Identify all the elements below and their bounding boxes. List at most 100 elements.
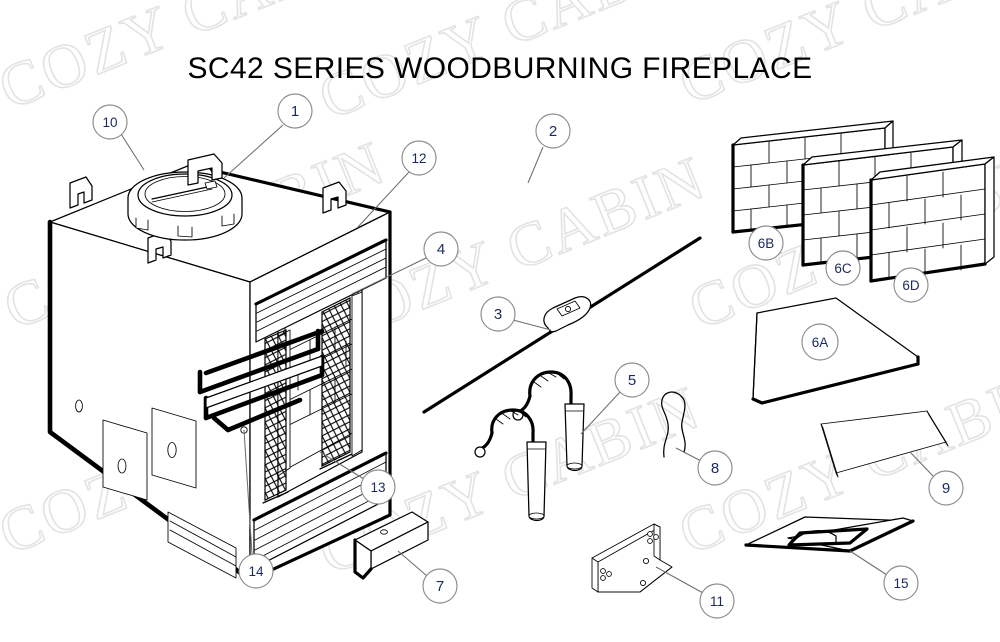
callout-bubble-2[interactable] xyxy=(535,113,571,149)
callout-bubble-7[interactable] xyxy=(422,568,458,604)
callout-5[interactable]: 5 xyxy=(614,362,650,398)
callout-1[interactable]: 1 xyxy=(277,93,313,129)
flue-collar-mount-tab xyxy=(187,153,223,186)
grate-lower-leg xyxy=(211,415,231,433)
plate-11-left-flange xyxy=(591,557,599,593)
callout-bubble-14[interactable] xyxy=(238,553,274,589)
perforated-mounting-plate-part xyxy=(591,523,673,593)
callout-7[interactable]: 7 xyxy=(422,568,458,604)
panel-6a-bottom-edge xyxy=(751,362,920,405)
refractory-brick-panel-group xyxy=(731,120,995,283)
fireplace-firebox-assembly xyxy=(47,153,392,583)
standoff-bracket-rear-left xyxy=(69,176,93,209)
chain-b-handle-cap xyxy=(528,512,545,520)
callout-12[interactable]: 12 xyxy=(401,140,437,176)
callout-bubble-5[interactable] xyxy=(614,362,650,398)
knockout-hole-small xyxy=(75,399,83,413)
panel-6d-side xyxy=(984,156,995,265)
callout-number-1: 1 xyxy=(291,103,299,120)
damper-handle-hole xyxy=(564,305,572,313)
collar-foot-left xyxy=(135,217,149,231)
callout-bubble-13[interactable] xyxy=(360,469,396,505)
callout-bubble-9[interactable] xyxy=(928,470,964,506)
grate-rear-rail xyxy=(203,328,325,376)
callout-leader-10 xyxy=(120,133,145,171)
callout-6D[interactable]: 6D xyxy=(893,267,929,303)
callout-number-8: 8 xyxy=(711,460,719,477)
callout-bubble-8[interactable] xyxy=(697,450,733,486)
callout-leader-14 xyxy=(243,429,253,555)
refractory-brick-panel-right xyxy=(869,156,995,283)
callout-bubble-6D[interactable] xyxy=(893,267,929,303)
callout-number-6C: 6C xyxy=(834,261,852,276)
callout-number-11: 11 xyxy=(710,594,724,609)
screen-pull-chain-group xyxy=(474,370,585,522)
callout-11[interactable]: 11 xyxy=(699,583,735,619)
panel-6a-left-edge xyxy=(752,312,758,400)
callout-leader-1 xyxy=(223,124,284,179)
lower-louver-slats xyxy=(254,461,387,561)
damper-handle-part xyxy=(543,296,592,333)
callout-bubble-12[interactable] xyxy=(401,140,437,176)
collar-foot-center xyxy=(177,225,193,238)
callout-bubble-15[interactable] xyxy=(883,565,919,601)
callout-3[interactable]: 3 xyxy=(480,296,516,332)
mesh-screen-right xyxy=(321,297,351,467)
callout-6B[interactable]: 6B xyxy=(748,225,784,261)
callout-bubble-6C[interactable] xyxy=(825,250,861,286)
callout-6C[interactable]: 6C xyxy=(825,250,861,286)
callout-9[interactable]: 9 xyxy=(928,470,964,506)
grate-lower-bar xyxy=(225,397,303,433)
callout-4[interactable]: 4 xyxy=(423,231,459,267)
plate-11-hole-6 xyxy=(647,538,653,544)
callout-14[interactable]: 14 xyxy=(238,553,274,589)
callout-leader-3 xyxy=(512,319,552,331)
upper-louver-top-edge xyxy=(254,238,388,306)
flat-cover-plate-part xyxy=(820,410,949,478)
callout-number-10: 10 xyxy=(102,115,117,130)
callout-bubble-6B[interactable] xyxy=(748,225,784,261)
wire-retainer-clip-part xyxy=(660,391,686,458)
knockout-hole-a xyxy=(117,458,127,474)
callout-2[interactable]: 2 xyxy=(535,113,571,149)
callout-8[interactable]: 8 xyxy=(697,450,733,486)
callout-6A[interactable]: 6A xyxy=(801,323,839,361)
callout-bubble-11[interactable] xyxy=(699,583,735,619)
callout-bubble-1[interactable] xyxy=(277,93,313,129)
flue-collar-throat xyxy=(144,176,226,212)
bottom-panel-cutout-part xyxy=(744,516,915,553)
plate-11-hole-4 xyxy=(647,531,653,537)
callout-leader-layer xyxy=(120,124,935,594)
callout-bubble-10[interactable] xyxy=(92,104,128,140)
callout-leader-5 xyxy=(580,391,621,435)
callout-number-6D: 6D xyxy=(902,278,920,293)
callout-number-9: 9 xyxy=(942,480,950,497)
callout-leader-2 xyxy=(527,146,544,184)
chain-a-handle xyxy=(564,403,585,472)
callout-leader-8 xyxy=(675,447,702,462)
plate-11-hole-2 xyxy=(606,571,612,577)
knockout-hole-b xyxy=(167,442,177,458)
callout-13[interactable]: 13 xyxy=(360,469,396,505)
plate-11-hole-7 xyxy=(642,557,650,565)
callout-bubble-3[interactable] xyxy=(480,296,516,332)
plate-11-hole-5 xyxy=(653,534,659,540)
callout-bubble-6A[interactable] xyxy=(801,323,839,361)
callout-bubble-4[interactable] xyxy=(423,231,459,267)
lower-louver-top-edge xyxy=(252,451,388,522)
callout-number-14: 14 xyxy=(248,564,264,579)
chain-b-end-ring xyxy=(474,446,486,458)
plate-11-hole-1 xyxy=(600,568,606,574)
right-inner-refractory xyxy=(351,291,363,457)
callout-number-12: 12 xyxy=(411,151,426,166)
callout-leader-7 xyxy=(397,550,428,577)
callout-15[interactable]: 15 xyxy=(883,565,919,601)
chain-b-links xyxy=(495,410,533,426)
callout-leader-13 xyxy=(319,451,365,480)
side-knockout-group xyxy=(75,399,197,501)
callout-number-15: 15 xyxy=(893,576,908,591)
plate-11-holes xyxy=(600,531,659,587)
callout-number-5: 5 xyxy=(628,372,636,389)
callout-number-2: 2 xyxy=(549,123,557,140)
callout-10[interactable]: 10 xyxy=(92,104,128,140)
